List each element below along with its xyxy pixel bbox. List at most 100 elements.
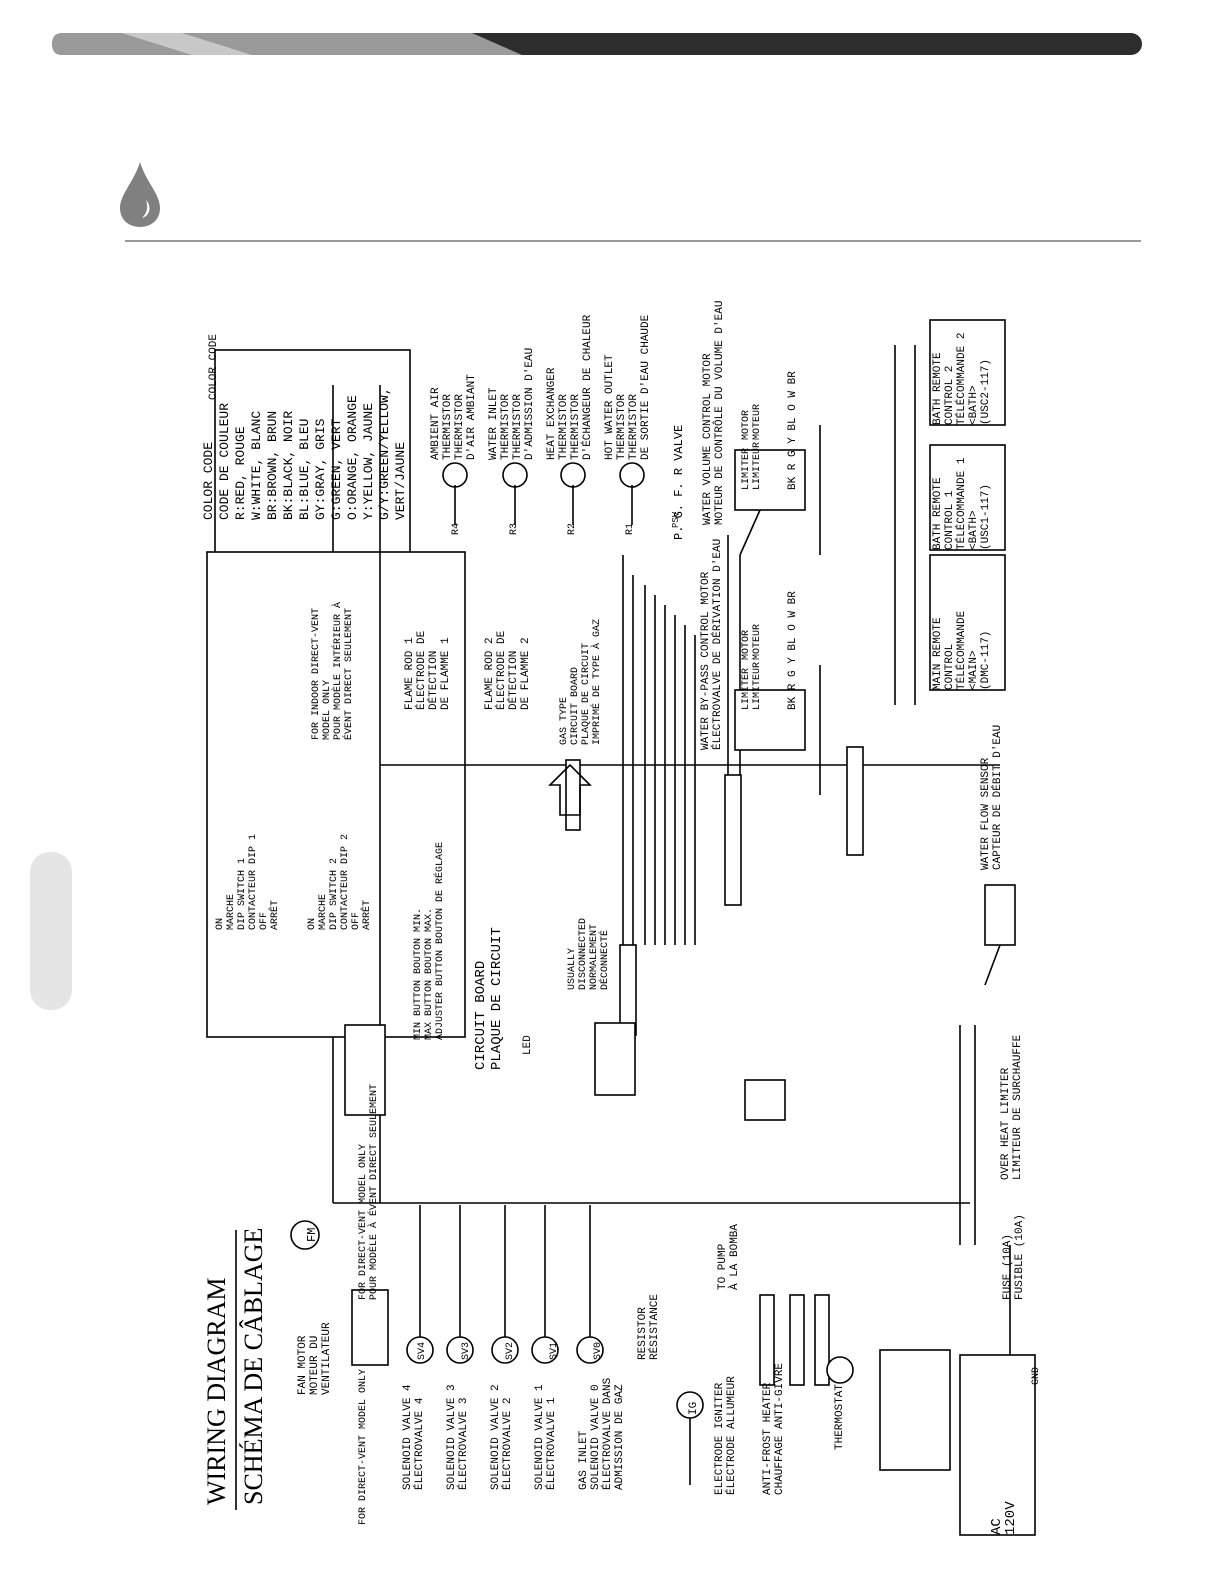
solenoid-sv0-label-line: SOLENOID VALVE 0: [590, 1384, 602, 1490]
psv-tag: PSV: [671, 511, 681, 528]
overheat-label-line: LIMITEUR DE SURCHAUFFE: [1012, 1034, 1024, 1180]
flame-rod-1-label-line: DÉTECTION: [426, 651, 440, 710]
motor-bypass-wires-line: BK R G Y BL O W BR: [787, 591, 799, 710]
antifrost-heater-2: [789, 1294, 805, 1386]
direct-vent-note-1: FOR DIRECT-VENT MODEL ONLY: [358, 1369, 369, 1525]
solenoid-sv4-tag-line: SV4: [417, 1342, 428, 1360]
dip-sw1-text-line: ARRÊT: [267, 900, 281, 930]
dip-sw2-text-line: DIP SWITCH 2: [329, 858, 340, 930]
solenoid-sv0-label-line: GAS INLET: [578, 1430, 590, 1490]
color-code-text-line: G:GREEN, VERT: [329, 418, 344, 520]
solenoid-sv4-tag: SV4: [417, 1342, 428, 1360]
thermistor-r2-label-line: THERMISTOR: [570, 394, 582, 460]
water-drop-icon: [120, 162, 160, 227]
gas-board-label-line: GAS TYPE: [559, 697, 570, 745]
direct-vent-note-line: FOR DIRECT-VENT MODEL ONLY: [358, 1144, 369, 1300]
circuit-board-label-line: PLAQUE DE CIRCUIT: [489, 927, 505, 1070]
dip-sw1-text-line: OFF: [259, 912, 270, 930]
solenoid-sv0-label-line: ÉLECTROVALVE DANS: [600, 1377, 614, 1490]
flow-sensor-label-line: CAPTEUR DE DÉBIT D'EAU: [990, 725, 1004, 870]
remote-bath2-label-line: <BATH>: [968, 385, 980, 425]
button-labels: MIN BUTTON BOUTON MIN.MAX BUTTON BOUTON …: [413, 842, 446, 1040]
thermistor-r4-symbol: [442, 462, 468, 488]
motor-bypass-limiter-line: LIMITEUR: [752, 662, 763, 710]
led-label: LED: [522, 1035, 534, 1055]
thermistor-r3-tag: R3: [509, 523, 520, 535]
motor-bypass-motor-line: MOTOR: [741, 630, 752, 660]
psv-label: P. G. F. R VALVE: [672, 425, 686, 540]
dip-sw2-text-line: MARCHE: [318, 894, 329, 930]
motor-volume-wires: BK R G Y BL O W BR: [787, 371, 799, 490]
igniter-label-line: ELECTRODE IGNITER: [714, 1382, 726, 1495]
thermistor-r2-label-line: THERMISTOR: [558, 394, 570, 460]
solenoid-sv4-label-line: ÉLECTROVALVE 4: [412, 1397, 426, 1490]
dip-sw2-text-line: ON: [307, 918, 318, 930]
remote-bath1-label-line: (USC1-117): [980, 484, 992, 550]
remote-bath1-label-line: CONTROL 1: [944, 490, 956, 550]
thermistor-r3-tag-line: R3: [509, 523, 520, 535]
remote-main-label-line: MAIN REMOTE: [932, 617, 944, 690]
side-tab: [30, 852, 72, 1010]
igniter-tag: IG: [688, 1402, 700, 1415]
antifrost-heater-3: [814, 1294, 830, 1386]
thermistor-r2-label-line: D'ÉCHANGEUR DE CHALEUR: [580, 314, 594, 460]
direct-vent-note-line: POUR MODÈLE À ÉVENT DIRECT SEULEMENT: [366, 1084, 380, 1300]
thermistor-r1-tag-line: R1: [625, 523, 636, 535]
solenoid-sv0-tag-line: SV0: [593, 1342, 604, 1360]
connector-a: [565, 759, 581, 831]
remote-box-bath2: [929, 319, 1006, 426]
thermistor-r3-label-line: THERMISTOR: [512, 394, 524, 460]
solenoid-sv2-label-line: ÉLECTROVALVE 2: [500, 1398, 514, 1490]
remote-bath1-label-line: <BATH>: [968, 510, 980, 550]
thermistor-r2-tag-line: R2: [567, 523, 578, 535]
color-code-text-line: CODE DE COULEUR: [217, 403, 232, 520]
pump-label-line: À LA BOMBA: [727, 1224, 741, 1290]
solenoid-sv2-tag: SV2: [505, 1342, 516, 1360]
solenoid-sv4-label-line: SOLENOID VALVE 4: [402, 1384, 414, 1490]
thermistor-r1-tag: R1: [625, 523, 636, 535]
led-label-line: LED: [522, 1035, 534, 1055]
thermistor-r1-symbol: [619, 462, 645, 488]
igniter-tag-line: IG: [688, 1402, 700, 1415]
color-code-text-line: GY:GRAY, GRIS: [313, 418, 328, 520]
motor-volume-motor-line: MOTEUR: [752, 404, 763, 440]
solenoid-sv3-label-line: SOLENOID VALVE 3: [446, 1384, 458, 1490]
color-code-text-line: BL:BLUE, BLEU: [297, 419, 312, 520]
dip-sw1-text-line: MARCHE: [226, 894, 237, 930]
indoor-note-top-line: FOR INDOOR DIRECT-VENT: [311, 608, 322, 740]
flame-rod-2-label-line: FLAME ROD 2: [484, 637, 496, 710]
color-code-text-line: Y:YELLOW, JAUNE: [361, 403, 376, 520]
thermistor-r4-tag-line: R4: [451, 523, 462, 535]
flame-rod-2-label-line: ÉLECTRODE DE: [494, 630, 508, 710]
psv-tag-line: PSV: [671, 511, 681, 528]
motor-volume-label-line: WATER VOLUME CONTROL MOTOR: [702, 353, 714, 525]
direct-vent-note-box: [351, 1289, 389, 1366]
color-code-text-line: O:ORANGE, ORANGE: [345, 395, 360, 520]
flame-rod-1-label-line: ÉLECTRODE DE: [414, 630, 428, 710]
dip-sw2-text-line: OFF: [351, 912, 362, 930]
resistor-label-line: RESISTOR: [637, 1307, 649, 1360]
connector-b: [846, 746, 864, 856]
antifrost-label-line: ANTI-FROST HEATER: [762, 1382, 774, 1495]
